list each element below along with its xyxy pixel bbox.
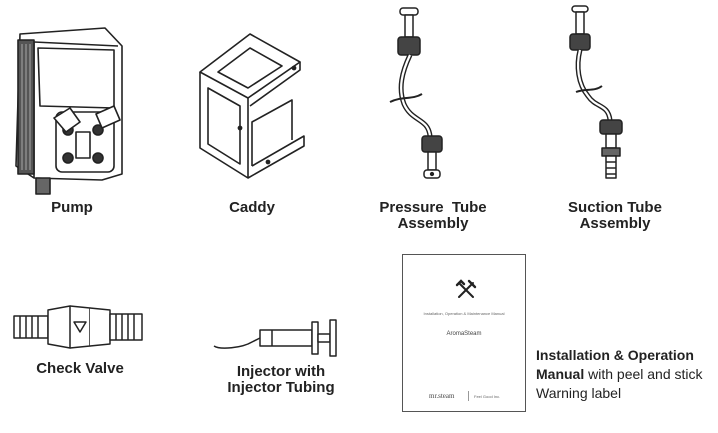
suction-tube-label: Suction Tube Assembly	[556, 200, 674, 232]
pressure-tube-illustration	[389, 7, 443, 179]
caddy-label: Caddy	[229, 199, 275, 216]
manual-booklet-brand: mr.steam	[429, 392, 455, 400]
manual-booklet: Installation, Operation & Maintenance Ma…	[402, 254, 526, 412]
crossed-tools-icon	[455, 279, 477, 298]
manual-caption-line3: Warning label	[536, 385, 622, 401]
suction-tube-label-line2: Assembly	[579, 215, 651, 232]
caddy-illustration	[199, 33, 305, 179]
check-valve-illustration	[13, 305, 143, 349]
suction-tube-label-line1: Suction Tube	[568, 199, 662, 216]
manual-caption-line2-bold: Manual	[536, 366, 585, 382]
injector-illustration	[213, 319, 337, 357]
manual-booklet-subtitle: Installation, Operation & Maintenance Ma…	[423, 311, 505, 316]
manual-booklet-tagline: Feel Good Inc.	[474, 394, 501, 399]
injector-label-line1: Injector with	[236, 363, 326, 380]
manual-booklet-product: AromaSteam	[446, 331, 482, 337]
suction-tube-illustration	[569, 5, 623, 179]
manual-booklet-divider	[468, 391, 469, 401]
injector-label: Injector with Injector Tubing	[222, 364, 340, 396]
manual-caption: Installation & Operation Manual with pee…	[536, 346, 718, 403]
manual-caption-line2-rest: with peel and stick	[584, 366, 703, 382]
injector-label-line2: Injector Tubing	[227, 379, 335, 396]
pump-illustration	[15, 27, 123, 195]
pressure-tube-label-line2: Assembly	[397, 215, 469, 232]
pressure-tube-label: Pressure Tube Assembly	[368, 200, 498, 232]
pump-label: Pump	[51, 199, 93, 216]
pressure-tube-label-line1: Pressure Tube	[379, 199, 487, 216]
check-valve-label: Check Valve	[36, 360, 124, 377]
manual-caption-line1: Installation & Operation	[536, 347, 694, 363]
